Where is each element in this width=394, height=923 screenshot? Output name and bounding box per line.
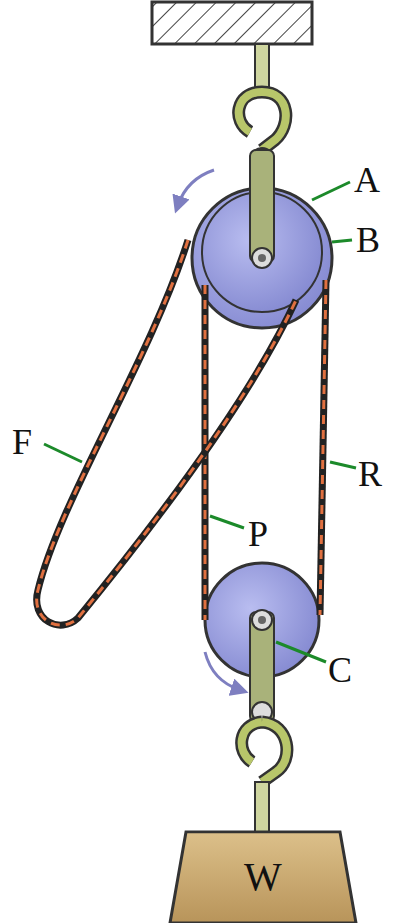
part-label: B xyxy=(356,222,380,258)
weight-label: W xyxy=(244,853,282,900)
weight-block: W xyxy=(168,830,358,923)
part-label: A xyxy=(354,162,380,198)
part-label: P xyxy=(248,516,268,552)
part-label: R xyxy=(358,456,382,492)
part-label: F xyxy=(12,424,32,460)
part-label: C xyxy=(328,652,352,688)
